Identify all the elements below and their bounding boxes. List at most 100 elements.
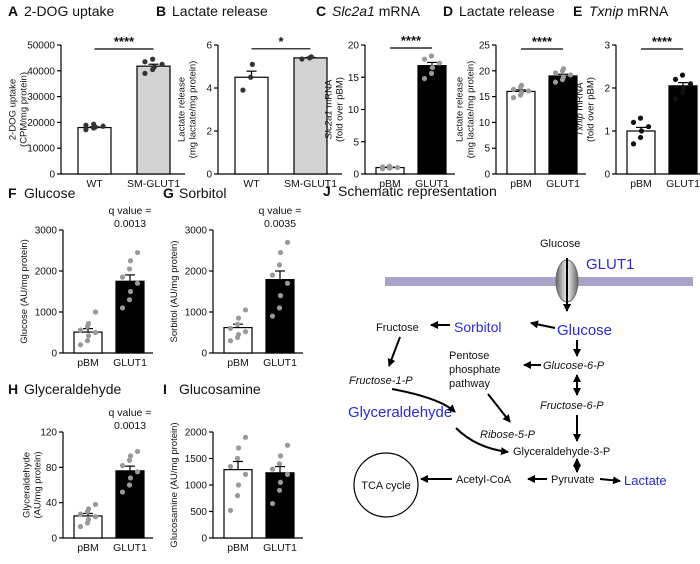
x-tick-label: WT xyxy=(86,178,103,190)
data-point xyxy=(234,493,241,499)
data-point xyxy=(77,511,84,517)
label-glucose-6-p: Glucose-6-P xyxy=(543,360,605,372)
data-point xyxy=(77,327,84,333)
data-point xyxy=(248,74,254,80)
data-point xyxy=(284,239,291,245)
arrow-pyruvate-to-lactate xyxy=(599,476,621,485)
data-point xyxy=(277,293,284,299)
y-tick-label: 2000 xyxy=(185,428,208,439)
data-point xyxy=(240,87,246,93)
y-tick-label: 2000 xyxy=(185,267,208,278)
data-point xyxy=(637,134,644,141)
y-tick-label: 6 xyxy=(206,41,212,52)
data-point xyxy=(637,115,644,121)
q-value-label: 0.0013 xyxy=(114,420,146,432)
y-tick-label: 15 xyxy=(348,73,360,84)
bar xyxy=(77,126,112,175)
x-tick-label: SM-GLUT1 xyxy=(127,178,180,190)
data-point xyxy=(127,453,134,459)
y-axis-label: (fold over pBM) xyxy=(335,77,346,142)
label-phosphate: phosphate xyxy=(449,364,500,376)
panel-letter-d: D xyxy=(443,3,453,19)
chart-title: Lactate release xyxy=(172,3,268,19)
data-point xyxy=(645,124,652,130)
x-tick-label: pBM xyxy=(630,178,652,190)
label-fructose-1-p: Fructose-1-P xyxy=(349,375,413,387)
q-value-label: 0.0035 xyxy=(264,218,296,230)
data-point xyxy=(127,288,134,295)
y-tick-label: 30000 xyxy=(27,92,55,103)
y-tick-label: 0 xyxy=(201,349,207,360)
data-point xyxy=(84,338,91,344)
arrow-glucose-to-sorbitol xyxy=(530,320,556,329)
data-point xyxy=(421,75,428,82)
data-point xyxy=(142,70,148,76)
x-tick-label: pBM xyxy=(227,357,249,369)
y-axis-label: (AU/mg protein) xyxy=(33,451,44,518)
y-tick-label: 3000 xyxy=(185,226,208,237)
data-point xyxy=(679,89,686,95)
x-tick-label: GLUT1 xyxy=(666,178,700,190)
chart-title: Sorbitol xyxy=(179,185,226,201)
data-point xyxy=(429,64,436,71)
data-point xyxy=(127,258,134,264)
data-point xyxy=(687,81,694,87)
data-point xyxy=(235,315,242,321)
y-tick-label: 0 xyxy=(484,170,490,181)
x-tick-label: pBM xyxy=(227,542,249,554)
y-tick-label: 15 xyxy=(479,92,491,103)
data-point xyxy=(277,479,284,485)
data-point xyxy=(436,60,443,66)
data-point xyxy=(242,307,249,313)
x-tick-label: pBM xyxy=(379,178,401,190)
bar xyxy=(417,65,447,175)
y-tick-label: 10000 xyxy=(27,144,55,155)
data-point xyxy=(394,164,401,171)
y-tick-label: 40000 xyxy=(27,66,55,77)
data-point xyxy=(126,297,133,303)
arrow-glyceraldehyde-to-gap xyxy=(455,427,509,456)
arrow-pentose-to-ribose-5-p xyxy=(487,393,511,423)
data-point xyxy=(428,53,435,59)
panel-letter-c: C xyxy=(316,3,326,19)
data-point xyxy=(284,280,291,286)
data-point xyxy=(85,506,92,512)
significance-label: * xyxy=(278,34,284,49)
x-tick-label: GLUT1 xyxy=(263,542,297,554)
data-point xyxy=(510,95,517,101)
data-point xyxy=(85,516,92,523)
y-tick-label: 1000 xyxy=(185,308,208,319)
y-tick-label: 40 xyxy=(46,498,58,509)
arrow-fructose-to-fructose-1-p xyxy=(387,336,401,367)
data-point xyxy=(518,89,525,96)
y-axis-label: Txnip mRNA xyxy=(575,82,586,137)
panel-letter-i: I xyxy=(163,381,167,397)
significance-label: **** xyxy=(114,34,135,49)
data-point xyxy=(269,500,276,507)
y-axis-label: Glyceraldehyde xyxy=(22,452,33,518)
data-point xyxy=(227,463,234,470)
data-point xyxy=(518,82,525,88)
label-sorbitol: Sorbitol xyxy=(454,319,501,335)
data-point xyxy=(77,523,84,530)
y-axis-label: (mg lactate/mg protein) xyxy=(188,61,199,159)
bar xyxy=(506,90,536,175)
data-point xyxy=(672,76,679,82)
data-point xyxy=(83,127,89,133)
q-value-label: 0.0013 xyxy=(114,218,146,230)
y-axis-label: Lactate release xyxy=(177,77,188,142)
schematic: J Schematic representation Glucose GLUT1… xyxy=(323,183,693,518)
label-glyceraldehyde: Glyceraldehyde xyxy=(348,404,452,421)
data-point xyxy=(276,305,283,311)
x-tick-label: GLUT1 xyxy=(113,542,147,554)
y-tick-label: 10 xyxy=(348,105,360,116)
y-axis-label: (mg lactate/mg protein) xyxy=(466,61,477,159)
y-tick-label: 0 xyxy=(206,170,212,181)
y-tick-label: 20 xyxy=(348,41,360,52)
data-point xyxy=(386,163,393,169)
bar xyxy=(668,85,698,175)
data-point xyxy=(142,59,148,65)
data-point xyxy=(242,434,249,440)
